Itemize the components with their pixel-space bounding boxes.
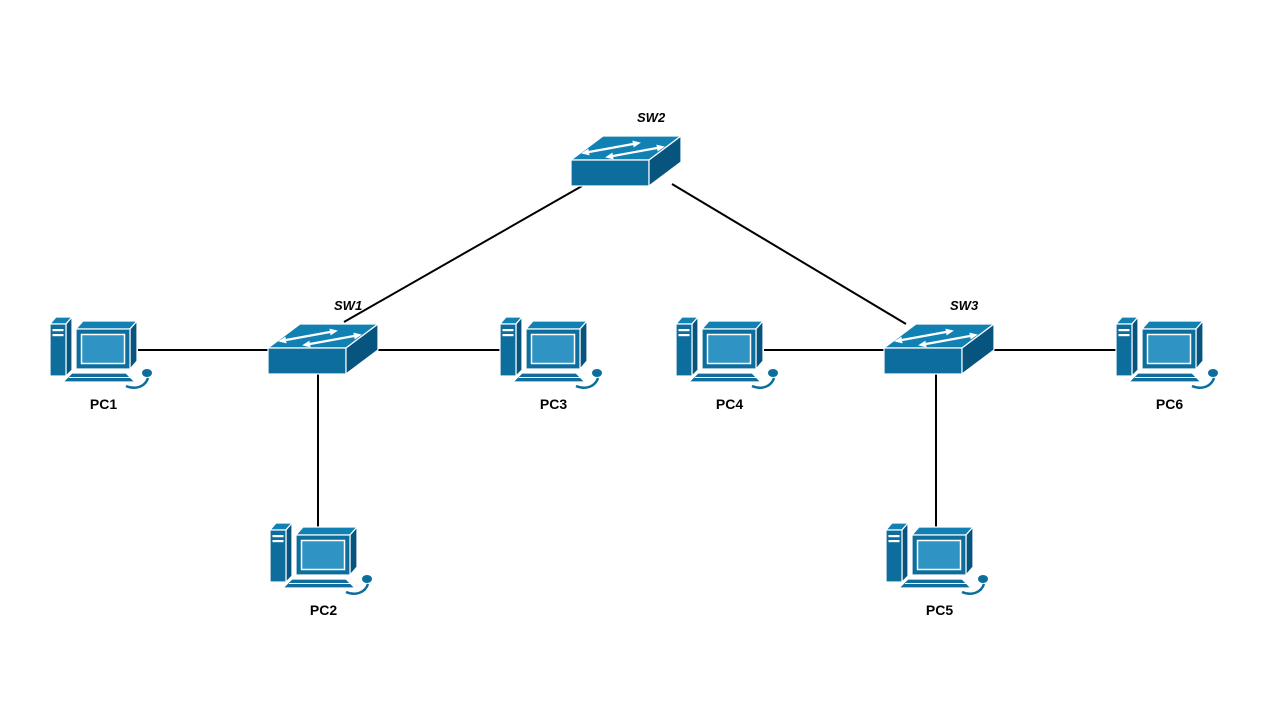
node-label: PC3 — [539, 396, 568, 412]
switch-icon — [878, 318, 1000, 386]
switch-icon — [565, 130, 687, 198]
switch-icon — [262, 318, 384, 386]
node-switch-sw1[interactable]: SW1 — [262, 298, 384, 386]
pc-icon — [878, 518, 993, 598]
node-label: SW1 — [334, 298, 363, 313]
node-pc-pc5[interactable]: PC5 — [878, 518, 993, 618]
node-pc-pc2[interactable]: PC2 — [262, 518, 377, 618]
node-switch-sw2[interactable]: SW2 — [565, 110, 687, 198]
node-pc-pc1[interactable]: PC1 — [42, 312, 157, 412]
link-sw2-sw3[interactable] — [671, 183, 907, 325]
link-sw1-sw2[interactable] — [343, 185, 583, 323]
node-label: SW3 — [950, 298, 979, 313]
pc-icon — [42, 312, 157, 392]
pc-icon — [1108, 312, 1223, 392]
node-label: PC5 — [925, 602, 954, 618]
pc-icon — [262, 518, 377, 598]
node-label: SW2 — [637, 110, 666, 125]
node-label: PC2 — [309, 602, 338, 618]
node-label: PC4 — [715, 396, 744, 412]
node-switch-sw3[interactable]: SW3 — [878, 298, 1000, 386]
node-pc-pc6[interactable]: PC6 — [1108, 312, 1223, 412]
pc-icon — [668, 312, 783, 392]
node-label: PC6 — [1155, 396, 1184, 412]
node-pc-pc4[interactable]: PC4 — [668, 312, 783, 412]
node-pc-pc3[interactable]: PC3 — [492, 312, 607, 412]
pc-icon — [492, 312, 607, 392]
node-label: PC1 — [89, 396, 118, 412]
